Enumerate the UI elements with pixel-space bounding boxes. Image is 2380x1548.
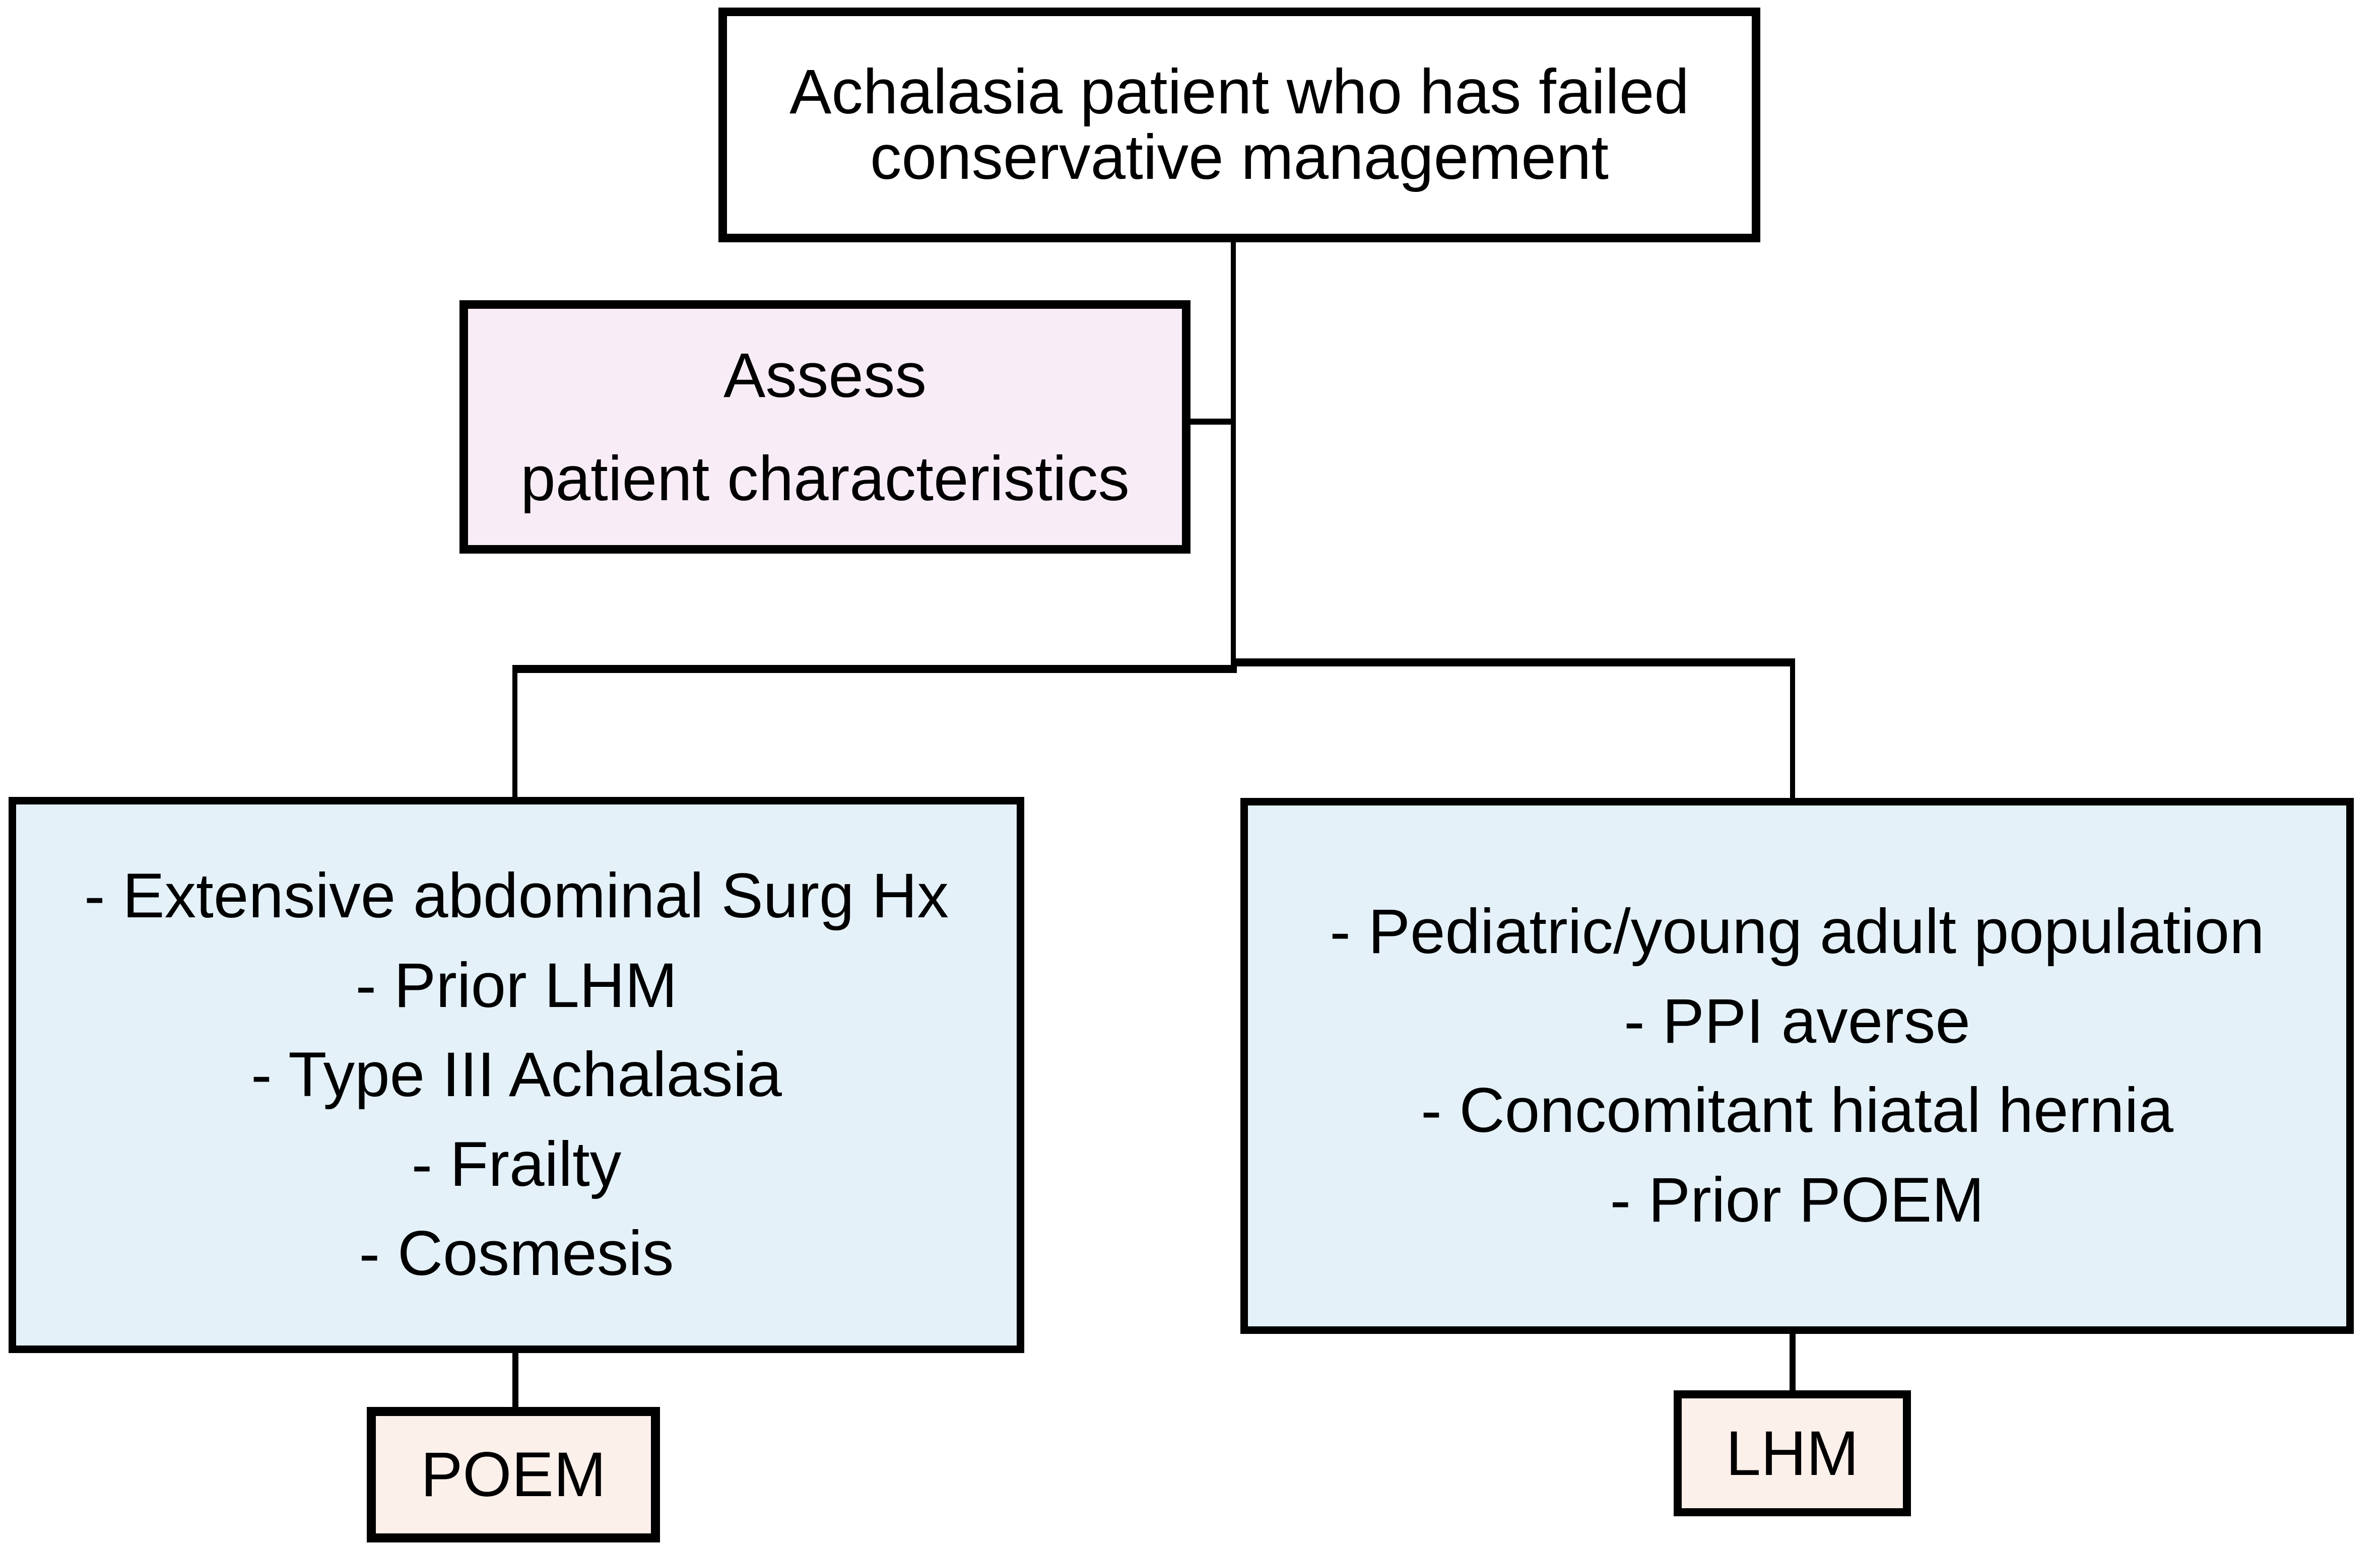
lhm-label: LHM <box>1726 1418 1859 1489</box>
assess-text-line-2: patient characteristics <box>520 443 1130 514</box>
node-lhm-criteria-list: - Pediatric/young adult population - PPI… <box>1240 798 2354 1334</box>
criteria-item: - Frailty <box>411 1129 622 1199</box>
poem-label: POEM <box>420 1440 607 1510</box>
node-assess-characteristics: Assess patient characteristics <box>459 300 1191 554</box>
criteria-item: - Extensive abdominal Surg Hx <box>84 861 949 931</box>
connector-right-criteria-drop <box>1790 658 1795 798</box>
connector-poem-drop <box>512 1353 518 1407</box>
criteria-item: - Pediatric/young adult population <box>1330 897 2265 967</box>
connector-left-criteria-drop <box>512 665 517 797</box>
criteria-item: - PPI averse <box>1624 986 1970 1056</box>
criteria-item: - Type III Achalasia <box>251 1040 782 1110</box>
connector-branch-right <box>1233 658 1795 666</box>
criteria-item: - Prior POEM <box>1610 1165 1985 1235</box>
connector-branch-left <box>512 665 1237 673</box>
criteria-item: - Prior LHM <box>355 950 678 1021</box>
connector-root-vertical <box>1231 242 1236 673</box>
node-root-patient: Achalasia patient who has failed conserv… <box>718 8 1760 242</box>
node-outcome-poem: POEM <box>367 1407 660 1542</box>
criteria-item: - Cosmesis <box>359 1219 674 1289</box>
root-text-line-2: conservative management <box>870 122 1609 192</box>
criteria-item: - Concomitant hiatal hernia <box>1421 1075 2173 1146</box>
node-outcome-lhm: LHM <box>1674 1390 1911 1516</box>
root-text-line-1: Achalasia patient who has failed <box>789 57 1689 127</box>
connector-lhm-drop <box>1790 1334 1796 1390</box>
connector-assess-stub <box>1191 419 1236 425</box>
assess-text-line-1: Assess <box>723 340 927 411</box>
node-poem-criteria-list: - Extensive abdominal Surg Hx - Prior LH… <box>9 797 1024 1353</box>
